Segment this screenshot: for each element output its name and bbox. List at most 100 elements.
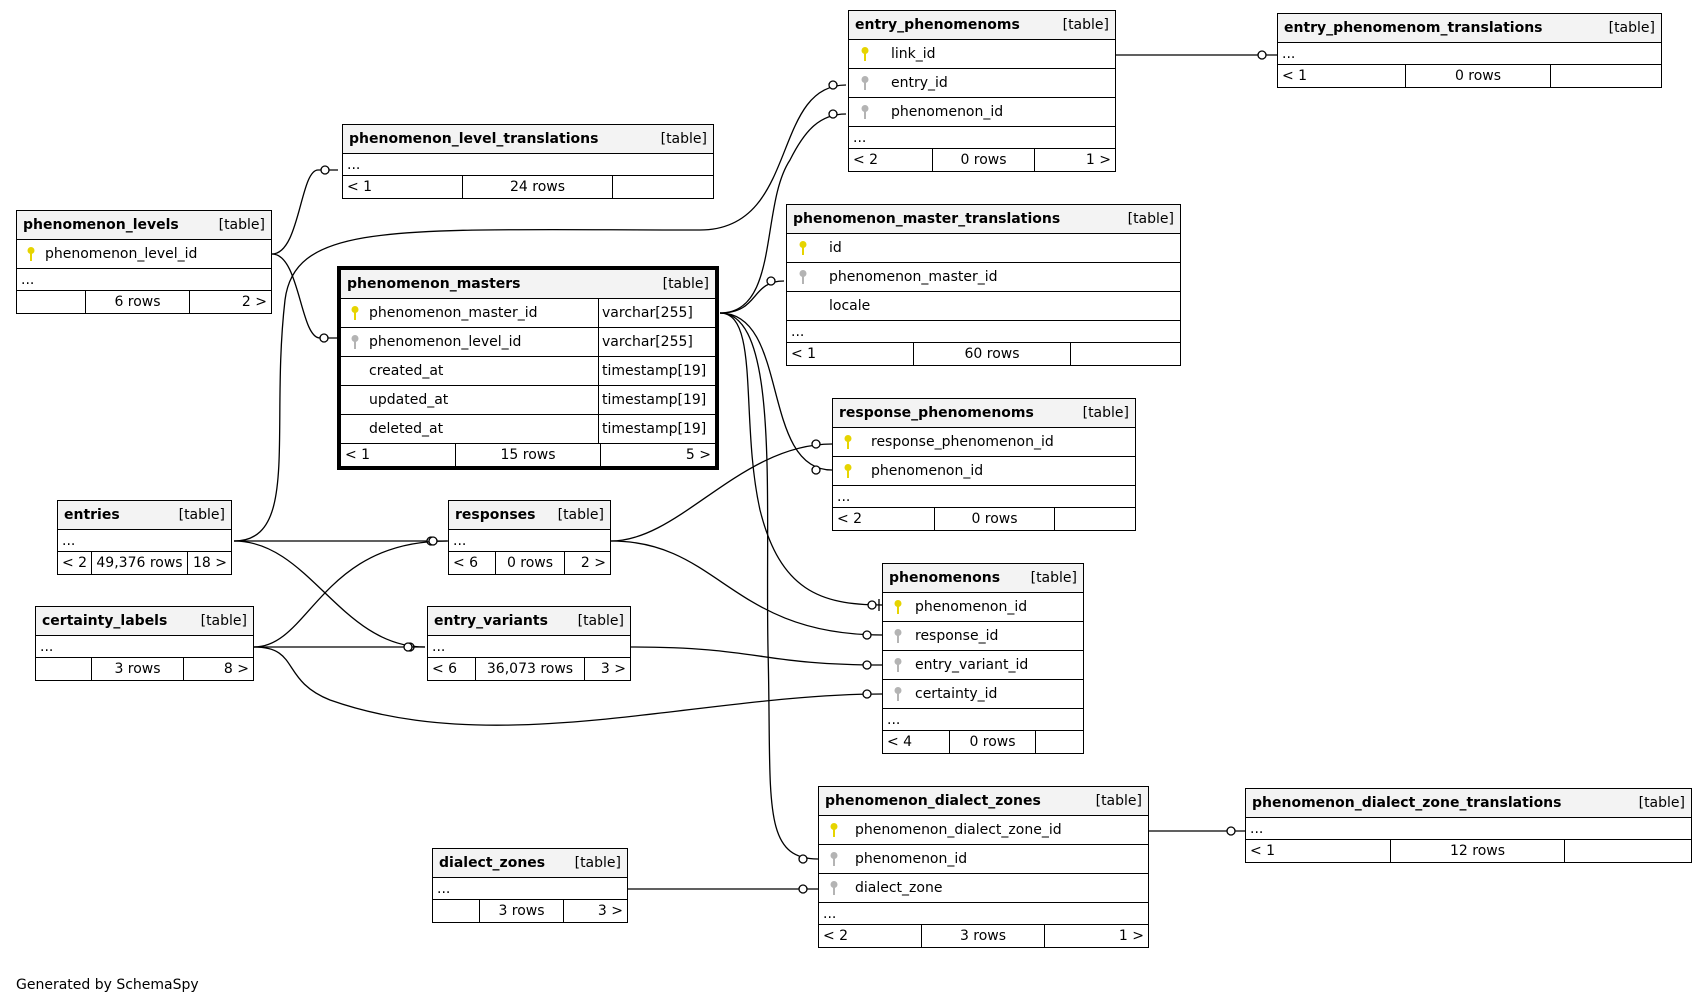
column-name: dialect_zone [855,880,943,896]
column-type: varchar[255] [598,328,715,356]
table-phenomenon-levels[interactable]: phenomenon_levels [table] phenomenon_lev… [16,210,272,314]
parents-count[interactable] [36,658,91,680]
table-header: phenomenon_masters [table] [341,270,715,299]
column-row[interactable]: updated_at timestamp[19] [341,386,715,415]
row-count: 15 rows [455,444,601,466]
table-header: entry_phenomenoms [table] [849,11,1115,40]
table-name: phenomenon_levels [23,217,179,233]
column-name: updated_at [369,392,449,408]
column-row[interactable]: entry_id [849,69,1115,98]
table-header: entries [table] [58,501,231,530]
column-row[interactable]: phenomenon_id [849,98,1115,127]
children-count[interactable] [1055,508,1135,530]
table-phenomenon-masters[interactable]: phenomenon_masters [table] phenomenon_ma… [337,266,719,470]
parents-count[interactable]: < 2 [823,928,849,944]
children-count[interactable] [1551,65,1661,87]
table-name: phenomenon_dialect_zone_translations [1252,795,1562,811]
table-entries[interactable]: entries [table] ... < 2 49,376 rows 18 > [57,500,232,575]
table-phenomenons[interactable]: phenomenons [table] phenomenon_id respon… [882,563,1084,754]
column-row[interactable]: phenomenon_level_id varchar[255] [341,328,715,357]
table-responses[interactable]: responses [table] ... < 6 0 rows 2 > [448,500,611,575]
more-columns: ... [833,486,1135,508]
column-row[interactable]: id [787,234,1180,263]
column-row[interactable]: phenomenon_master_id [787,263,1180,292]
table-entry-phenomenoms[interactable]: entry_phenomenoms [table] link_id entry_… [848,10,1116,172]
children-count[interactable]: 3 > [600,661,626,677]
children-count[interactable]: 2 > [241,294,267,310]
children-count[interactable] [613,176,713,198]
column-row[interactable]: deleted_at timestamp[19] [341,415,715,444]
column-row[interactable]: phenomenon_id [883,593,1083,622]
parents-count[interactable]: < 1 [1282,68,1308,84]
children-count[interactable]: 8 > [223,661,249,677]
parents-count[interactable]: < 2 [62,555,88,571]
parents-count[interactable]: < 1 [345,447,371,463]
table-name: entry_variants [434,613,548,629]
column-row[interactable]: created_at timestamp[19] [341,357,715,386]
children-count[interactable]: 5 > [685,447,711,463]
children-count[interactable]: 1 > [1085,152,1111,168]
column-row[interactable]: phenomenon_dialect_zone_id [819,816,1148,845]
edge-end-circle [828,80,838,90]
edge-end-circle [403,642,413,652]
children-count[interactable]: 1 > [1118,928,1144,944]
column-row[interactable]: phenomenon_id [819,845,1148,874]
edge-certainty-to-responses [253,540,448,648]
children-count[interactable]: 18 > [193,555,227,571]
table-footer: < 2 49,376 rows 18 > [58,552,231,574]
table-phenomenon-level-translations[interactable]: phenomenon_level_translations [table] ..… [342,124,714,199]
table-entry-variants[interactable]: entry_variants [table] ... < 6 36,073 ro… [427,606,631,681]
more-columns: ... [17,269,271,291]
parents-count[interactable] [433,900,479,922]
parents-count[interactable]: < 2 [837,511,863,527]
children-count[interactable] [1565,840,1691,862]
table-entry-phenomenom-translations[interactable]: entry_phenomenom_translations [table] ..… [1277,13,1662,88]
parents-count[interactable]: < 6 [453,555,479,571]
more-columns: ... [433,878,627,900]
column-row[interactable]: certainty_id [883,680,1083,709]
edge-end-circle [1226,826,1236,836]
column-row[interactable]: phenomenon_master_id varchar[255] [341,299,715,328]
parents-count[interactable]: < 1 [347,179,373,195]
edge-end-circle [862,660,872,670]
column-name: response_id [915,628,999,644]
table-footer: < 1 60 rows [787,343,1180,365]
table-phenomenon-dialect-zones[interactable]: phenomenon_dialect_zones [table] phenome… [818,786,1149,948]
column-row[interactable]: response_phenomenon_id [833,428,1135,457]
column-name: phenomenon_master_id [829,269,998,285]
parents-count[interactable]: < 6 [432,661,458,677]
children-count[interactable] [1036,731,1083,753]
edge-masters-to-phenomenons [719,312,883,606]
edge-end-circle [319,333,329,343]
column-name: id [829,240,842,256]
parents-count[interactable]: < 1 [791,346,817,362]
table-certainty-labels[interactable]: certainty_labels [table] ... 3 rows 8 > [35,606,254,681]
column-row[interactable]: response_id [883,622,1083,651]
children-count[interactable]: 3 > [597,903,623,919]
table-dialect-zones[interactable]: dialect_zones [table] ... 3 rows 3 > [432,848,628,923]
parents-count[interactable]: < 4 [887,734,913,750]
table-header: certainty_labels [table] [36,607,253,636]
parents-count[interactable]: < 1 [1250,843,1276,859]
edge-end-circle [828,109,838,119]
column-row[interactable]: phenomenon_level_id [17,240,271,269]
column-row[interactable]: dialect_zone [819,874,1148,903]
table-phenomenon-dialect-zone-translations[interactable]: phenomenon_dialect_zone_translations [ta… [1245,788,1692,863]
edge-end-circle [862,630,872,640]
row-count: 3 rows [91,658,184,680]
column-row[interactable]: entry_variant_id [883,651,1083,680]
parents-count[interactable] [17,291,85,313]
parents-count[interactable]: < 2 [853,152,879,168]
row-count: 0 rows [932,149,1035,171]
foreign-key-icon [883,628,913,644]
column-row[interactable]: phenomenon_id [833,457,1135,486]
column-row[interactable]: locale [787,292,1180,321]
column-name: entry_id [891,75,948,91]
children-count[interactable] [1071,343,1180,365]
table-phenomenon-master-translations[interactable]: phenomenon_master_translations [table] i… [786,204,1181,366]
foreign-key-icon [849,104,881,120]
column-row[interactable]: link_id [849,40,1115,69]
children-count[interactable]: 2 > [580,555,606,571]
table-response-phenomenoms[interactable]: response_phenomenoms [table] response_ph… [832,398,1136,531]
table-footer: 6 rows 2 > [17,291,271,313]
